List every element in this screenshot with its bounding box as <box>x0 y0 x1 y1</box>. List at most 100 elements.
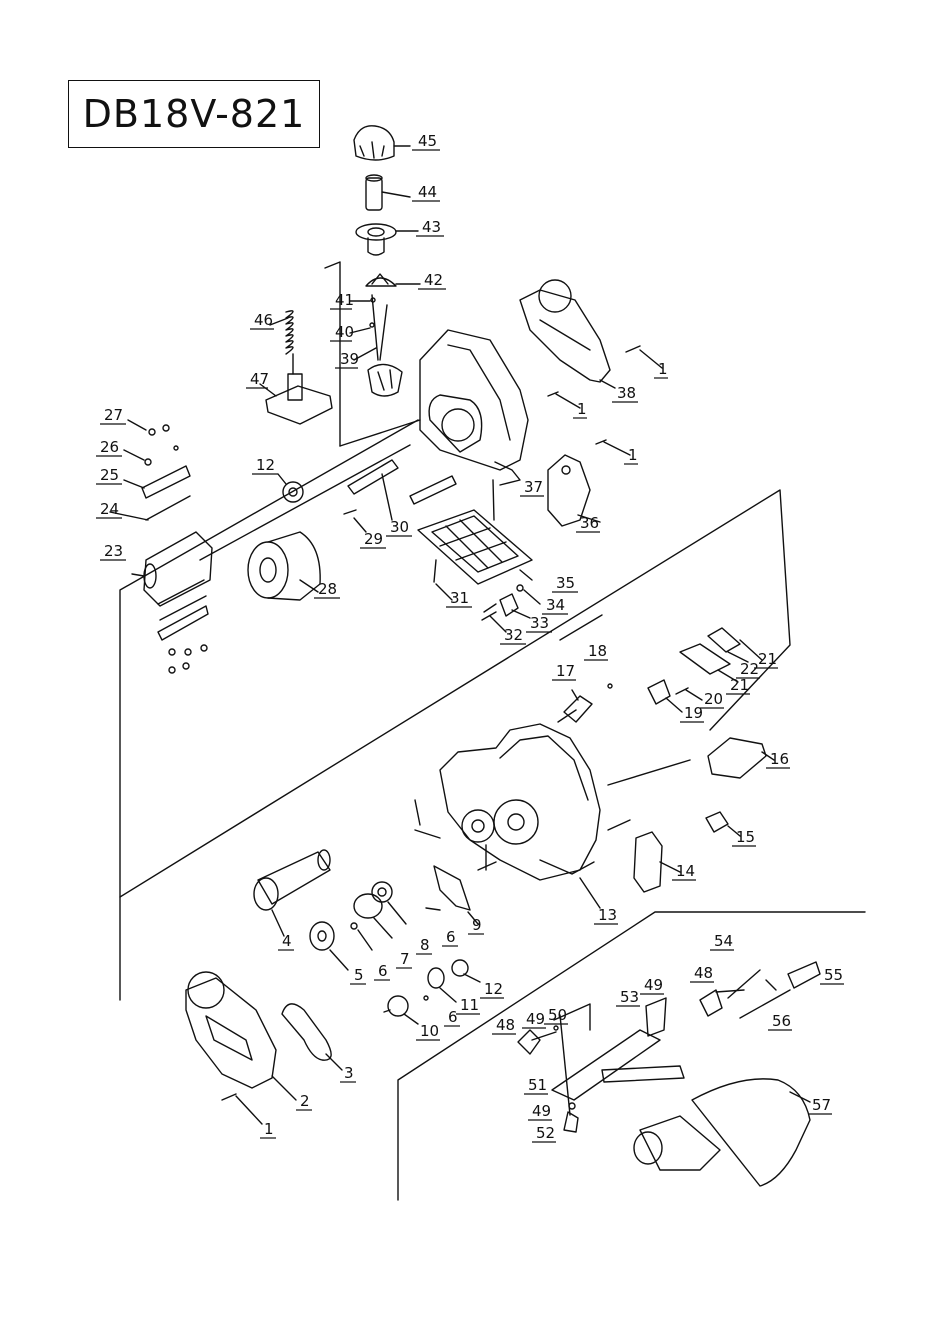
label-30: 30 <box>386 518 412 536</box>
svg-text:18: 18 <box>588 642 607 660</box>
label-28: 28 <box>314 580 340 598</box>
label-6c: 6 <box>444 1008 460 1026</box>
label-49a: 49 <box>522 1010 546 1028</box>
label-4: 4 <box>278 932 294 950</box>
cover-38 <box>520 280 615 388</box>
label-50: 50 <box>544 1006 568 1024</box>
label-56: 56 <box>768 1012 792 1030</box>
svg-text:50: 50 <box>548 1006 567 1024</box>
svg-text:6: 6 <box>378 962 388 980</box>
label-23: 23 <box>100 542 126 560</box>
svg-text:12: 12 <box>256 456 275 474</box>
label-11: 11 <box>456 996 480 1014</box>
label-34: 34 <box>542 596 568 614</box>
parts-14-16 <box>634 738 774 892</box>
svg-text:42: 42 <box>424 271 443 289</box>
svg-text:48: 48 <box>694 964 713 982</box>
svg-text:20: 20 <box>704 690 723 708</box>
svg-text:44: 44 <box>418 183 437 201</box>
svg-text:26: 26 <box>100 438 119 456</box>
label-24: 24 <box>96 500 122 518</box>
svg-text:56: 56 <box>772 1012 791 1030</box>
svg-text:49: 49 <box>644 976 663 994</box>
svg-text:33: 33 <box>530 614 549 632</box>
svg-text:11: 11 <box>460 996 479 1014</box>
svg-text:8: 8 <box>420 936 430 954</box>
main-housing-13 <box>440 724 600 908</box>
svg-text:19: 19 <box>684 704 703 722</box>
label-43: 43 <box>416 218 444 236</box>
label-13: 13 <box>594 906 618 924</box>
cam-42 <box>366 274 420 286</box>
label-47: 47 <box>246 370 269 388</box>
label-38: 38 <box>612 384 638 402</box>
svg-text:6: 6 <box>448 1008 458 1026</box>
svg-text:39: 39 <box>340 350 359 368</box>
label-14: 14 <box>672 862 696 880</box>
svg-text:1: 1 <box>628 446 638 464</box>
svg-text:14: 14 <box>676 862 695 880</box>
svg-text:45: 45 <box>418 132 437 150</box>
svg-text:51: 51 <box>528 1076 547 1094</box>
label-2: 2 <box>296 1092 312 1110</box>
svg-text:21: 21 <box>730 676 749 694</box>
flange-43 <box>356 224 418 255</box>
svg-text:49: 49 <box>526 1010 545 1028</box>
svg-text:9: 9 <box>472 916 482 934</box>
label-48b: 48 <box>690 964 714 982</box>
spring-46 <box>270 311 293 374</box>
label-41: 41 <box>330 291 354 309</box>
svg-text:54: 54 <box>714 932 733 950</box>
svg-text:12: 12 <box>484 980 503 998</box>
label-16: 16 <box>766 750 790 768</box>
svg-text:48: 48 <box>496 1016 515 1034</box>
label-8: 8 <box>416 936 432 954</box>
svg-text:24: 24 <box>100 500 119 518</box>
svg-text:41: 41 <box>335 291 354 309</box>
label-1c: 1 <box>624 446 638 464</box>
svg-text:38: 38 <box>617 384 636 402</box>
base-47 <box>260 374 332 424</box>
label-49c: 49 <box>528 1102 552 1120</box>
drum-23 <box>132 532 212 673</box>
svg-text:47: 47 <box>250 370 269 388</box>
label-49b: 49 <box>640 976 664 994</box>
svg-text:53: 53 <box>620 988 639 1006</box>
svg-text:7: 7 <box>400 950 410 968</box>
svg-text:31: 31 <box>450 589 469 607</box>
label-20: 20 <box>700 690 724 708</box>
parts-24-27 <box>110 420 190 520</box>
label-7: 7 <box>396 950 412 968</box>
label-3: 3 <box>340 1064 356 1082</box>
label-1d: 1 <box>260 1120 276 1138</box>
svg-text:34: 34 <box>546 596 565 614</box>
svg-text:21: 21 <box>758 650 777 668</box>
label-48a: 48 <box>492 1016 516 1034</box>
label-33: 33 <box>526 614 552 632</box>
assembly-guide-lines <box>120 262 865 1200</box>
label-19: 19 <box>680 704 704 722</box>
label-18: 18 <box>584 642 608 660</box>
label-35: 35 <box>552 574 578 592</box>
svg-text:35: 35 <box>556 574 575 592</box>
upper-housing <box>420 330 528 485</box>
label-46: 46 <box>250 311 274 329</box>
label-45: 45 <box>412 132 440 150</box>
label-32: 32 <box>500 626 526 644</box>
svg-text:40: 40 <box>335 323 354 341</box>
svg-text:55: 55 <box>824 966 843 984</box>
label-25: 25 <box>96 466 122 484</box>
svg-text:49: 49 <box>532 1102 551 1120</box>
knob-45 <box>354 126 410 160</box>
accessories-48-57 <box>518 962 820 1186</box>
label-37: 37 <box>520 478 544 496</box>
belt-3 <box>282 1004 342 1070</box>
label-5: 5 <box>350 966 366 984</box>
label-40: 40 <box>330 323 354 341</box>
label-9: 9 <box>468 916 484 934</box>
label-31: 31 <box>446 589 472 607</box>
label-29: 29 <box>360 530 386 548</box>
svg-text:1: 1 <box>264 1120 274 1138</box>
label-22: 22 <box>736 660 760 678</box>
